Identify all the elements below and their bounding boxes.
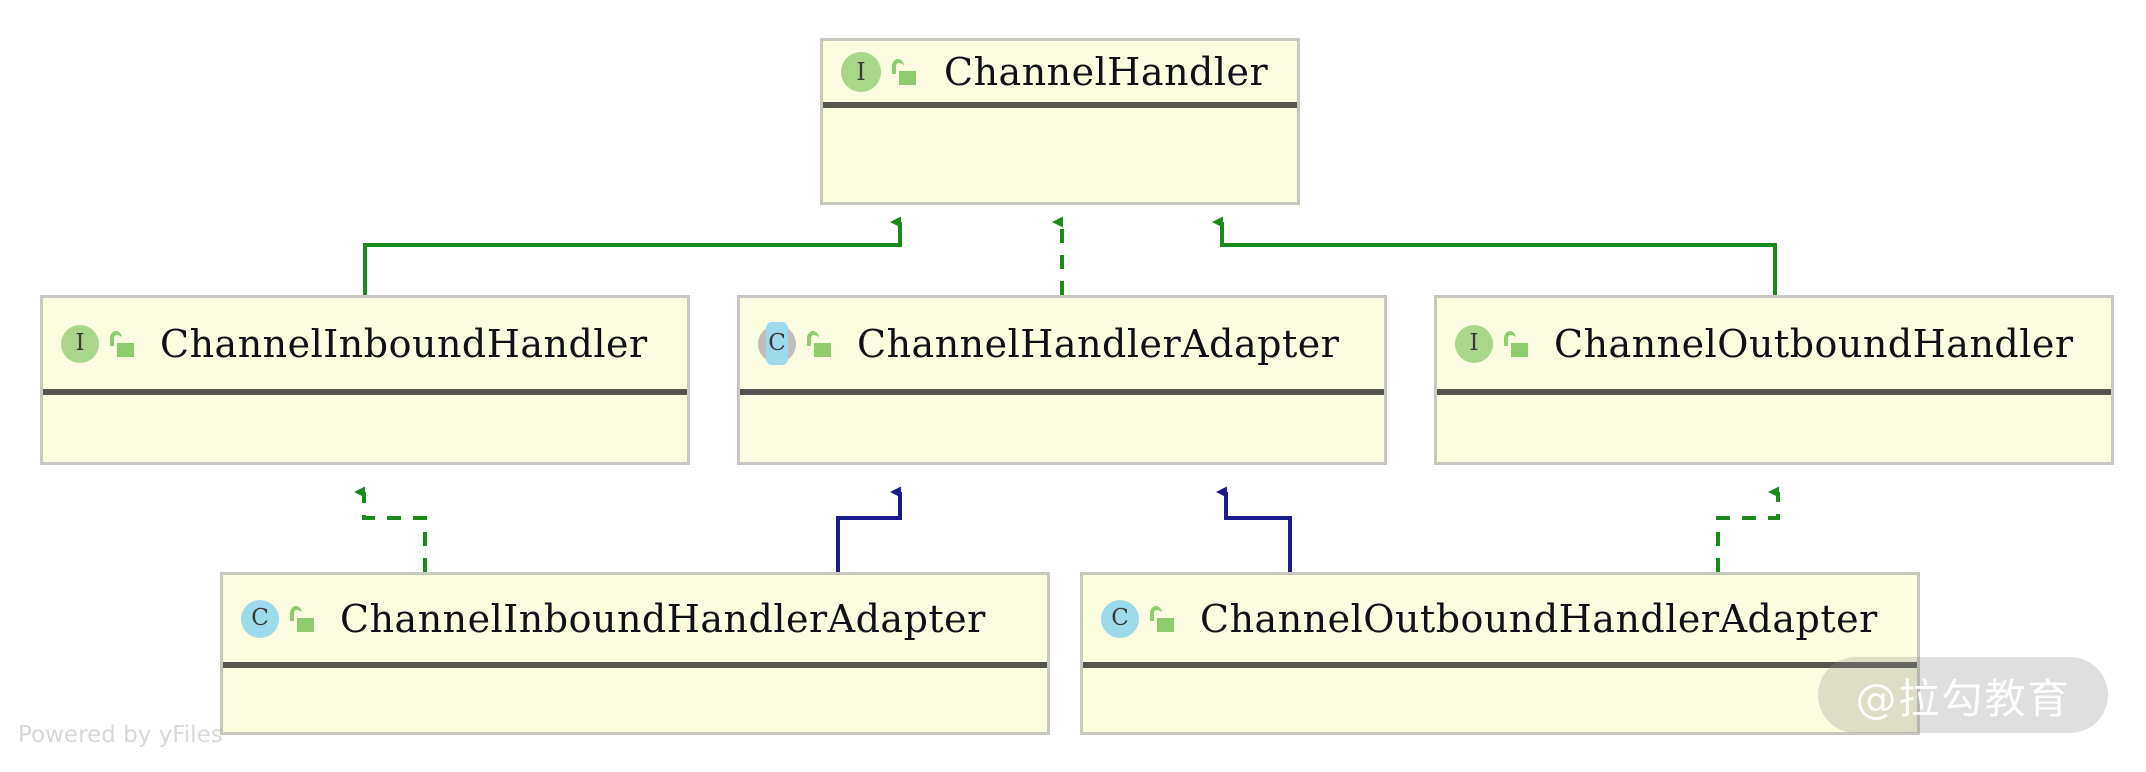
padlock-body	[1156, 617, 1174, 632]
class-members-area	[43, 395, 687, 462]
class-glyph: C	[1101, 599, 1139, 638]
padlock-shackle	[110, 330, 123, 346]
yfiles-attribution: Powered by yFiles	[18, 722, 223, 748]
unlocked-padlock-icon	[1150, 605, 1174, 632]
class-members-area	[223, 668, 1047, 732]
padlock-body	[898, 70, 916, 85]
class-icon: C	[1101, 599, 1139, 638]
class-name-channel-outbound-handler: ChannelOutboundHandler	[1554, 321, 2074, 366]
interface-icon: I	[61, 324, 99, 363]
class-members-area	[1437, 395, 2111, 462]
watermark-badge: @拉勾教育	[1818, 657, 2108, 733]
class-box-channel-inbound-handler[interactable]: I ChannelInboundHandler	[40, 295, 690, 465]
padlock-body	[116, 342, 134, 357]
padlock-shackle	[892, 58, 905, 74]
class-header: I ChannelInboundHandler	[43, 298, 687, 395]
connector-outbound-adapter-extends-adapter	[1215, 486, 1292, 572]
class-name-channel-handler-adapter: ChannelHandlerAdapter	[857, 321, 1340, 366]
class-name-channel-handler: ChannelHandler	[944, 49, 1269, 94]
class-box-channel-outbound-handler-adapter[interactable]: C ChannelOutboundHandlerAdapter	[1080, 572, 1920, 735]
interface-glyph: I	[841, 51, 881, 92]
connector-inbound-adapter-implements-inbound	[353, 486, 427, 572]
class-header: I ChannelOutboundHandler	[1437, 298, 2111, 395]
unlocked-padlock-icon	[290, 605, 314, 632]
padlock-shackle	[807, 330, 820, 346]
abstract-class-bar	[765, 322, 788, 365]
unlocked-padlock-icon	[110, 330, 134, 357]
class-name-channel-outbound-handler-adapter: ChannelOutboundHandlerAdapter	[1200, 596, 1878, 641]
class-name-channel-inbound-handler: ChannelInboundHandler	[160, 321, 648, 366]
padlock-shackle	[1504, 330, 1517, 346]
class-box-channel-handler[interactable]: I ChannelHandler	[820, 38, 1300, 205]
abstract-class-glyph: C	[768, 330, 786, 356]
class-members-area	[740, 395, 1384, 462]
unlocked-padlock-icon	[892, 58, 916, 85]
interface-icon: I	[841, 51, 881, 92]
class-header: C ChannelHandlerAdapter	[740, 298, 1384, 395]
padlock-body	[296, 617, 314, 632]
class-name-channel-inbound-handler-adapter: ChannelInboundHandlerAdapter	[340, 596, 986, 641]
connector-inbound-adapter-extends-adapter	[836, 486, 902, 572]
interface-glyph: I	[61, 324, 99, 363]
class-box-channel-inbound-handler-adapter[interactable]: C ChannelInboundHandlerAdapter	[220, 572, 1050, 735]
class-header: C ChannelInboundHandlerAdapter	[223, 575, 1047, 668]
abstract-class-icon: C	[758, 322, 796, 365]
padlock-body	[1510, 342, 1528, 357]
class-box-channel-outbound-handler[interactable]: I ChannelOutboundHandler	[1434, 295, 2114, 465]
padlock-shackle	[1150, 605, 1163, 621]
connector-outbound-extends-handler	[1211, 216, 1777, 295]
connector-inbound-extends-handler	[363, 216, 902, 295]
watermark-text: @拉勾教育	[1855, 675, 2071, 723]
class-box-channel-handler-adapter[interactable]: C ChannelHandlerAdapter	[737, 295, 1387, 465]
class-header: C ChannelOutboundHandlerAdapter	[1083, 575, 1917, 668]
class-header: I ChannelHandler	[823, 41, 1297, 108]
class-members-area	[1083, 668, 1917, 732]
unlocked-padlock-icon	[807, 330, 831, 357]
unlocked-padlock-icon	[1504, 330, 1528, 357]
class-glyph: C	[241, 599, 279, 638]
interface-glyph: I	[1455, 324, 1493, 363]
class-icon: C	[241, 599, 279, 638]
interface-icon: I	[1455, 324, 1493, 363]
connector-outbound-adapter-implements-outbound	[1716, 486, 1780, 572]
padlock-shackle	[290, 605, 303, 621]
padlock-body	[813, 342, 831, 357]
class-members-area	[823, 108, 1297, 202]
